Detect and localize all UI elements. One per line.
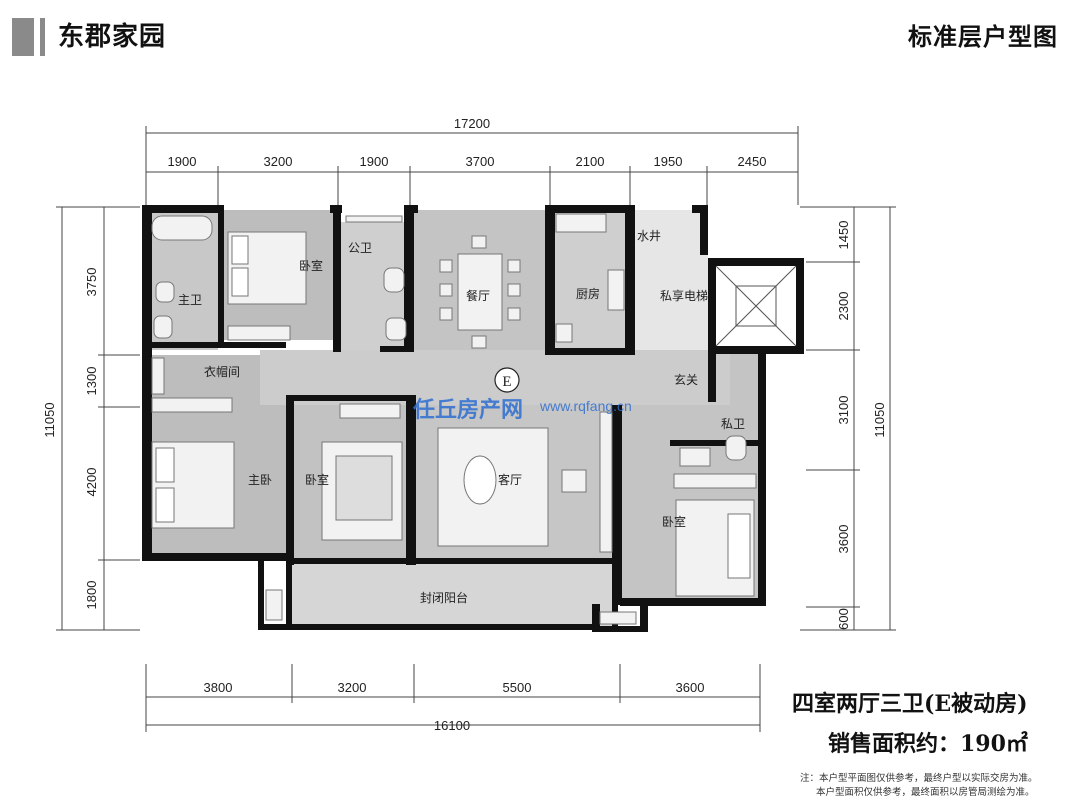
right-dimension-lines: [800, 206, 896, 631]
top-dimension-lines: [145, 126, 799, 205]
room-label-bedroom-right: 卧室: [662, 514, 686, 529]
dim-left-2: 1300: [84, 367, 99, 396]
room-label-bedroom-mid: 卧室: [305, 472, 329, 487]
dim-top-1: 1900: [168, 154, 197, 169]
room-label-dining: 餐厅: [466, 288, 490, 303]
room-label-foyer: 玄关: [674, 372, 698, 387]
dim-top-7: 2450: [738, 154, 767, 169]
dim-left-4: 1800: [84, 581, 99, 610]
compass-label: E: [502, 374, 511, 390]
dim-bottom-2: 3200: [338, 680, 367, 695]
dim-top-2: 3200: [264, 154, 293, 169]
disclaimer-line-1: 注：本户型平面图仅供参考，最终户型以实际交房为准。: [800, 773, 1038, 784]
room-label-master-bath: 主卫: [178, 293, 202, 307]
dim-left-3: 4200: [84, 468, 99, 497]
dim-top-4: 3700: [466, 154, 495, 169]
project-name: 东郡家园: [58, 22, 167, 52]
dim-bottom-total: 16100: [434, 718, 470, 733]
left-dimension-lines: [56, 206, 140, 631]
room-label-living: 客厅: [498, 472, 522, 487]
room-label-balcony: 封闭阳台: [420, 590, 468, 605]
dim-left-1: 3750: [84, 268, 99, 297]
room-label-kitchen: 厨房: [576, 286, 600, 301]
header-accent-bar-thin: [40, 18, 45, 56]
room-label-master-bedroom: 主卧: [248, 473, 272, 487]
dim-bottom-4: 3600: [676, 680, 705, 695]
dim-top-3: 1900: [360, 154, 389, 169]
room-label-public-bath: 公卫: [348, 241, 372, 255]
room-label-private-bath: 私卫: [721, 417, 745, 431]
room-label-closet: 衣帽间: [204, 364, 240, 379]
disclaimer-note: 注：本户型平面图仅供参考，最终户型以实际交房为准。 本户型面积仅供参考，最终面积…: [800, 772, 1038, 800]
dim-top-5: 2100: [576, 154, 605, 169]
dim-right-total: 11050: [872, 402, 887, 437]
dim-top-6: 1950: [654, 154, 683, 169]
dim-right-1: 1450: [836, 221, 851, 250]
room-label-water-shaft: 水井: [637, 229, 661, 243]
furniture: [151, 213, 797, 625]
dim-right-5: 600: [836, 608, 851, 630]
unit-type: 四室两厅三卫(E被动房): [792, 691, 1028, 717]
dim-right-2: 2300: [836, 292, 851, 321]
dim-bottom-3: 5500: [503, 680, 532, 695]
header-accent-bar: [12, 18, 34, 56]
walls: [142, 205, 804, 632]
bottom-dimension-lines: [145, 664, 761, 732]
compass-icon: [494, 367, 520, 393]
room-label-bedroom-top: 卧室: [299, 258, 323, 273]
dim-right-4: 3600: [836, 525, 851, 554]
watermark-url: www.rqfang.cn: [540, 398, 632, 414]
dim-bottom-1: 3800: [204, 680, 233, 695]
sales-area: 销售面积约：190㎡: [828, 731, 1028, 757]
dim-left-total: 11050: [42, 402, 57, 437]
disclaimer-line-2: 本户型面积仅供参考，最终面积以房管局测绘为准。: [816, 787, 1035, 798]
plan-title: 标准层户型图: [908, 22, 1058, 51]
room-label-private-elevator: 私享电梯: [660, 288, 708, 303]
watermark-brand: 任丘房产网: [413, 398, 524, 423]
dim-top-total: 17200: [454, 116, 490, 131]
dim-right-3: 3100: [836, 396, 851, 425]
